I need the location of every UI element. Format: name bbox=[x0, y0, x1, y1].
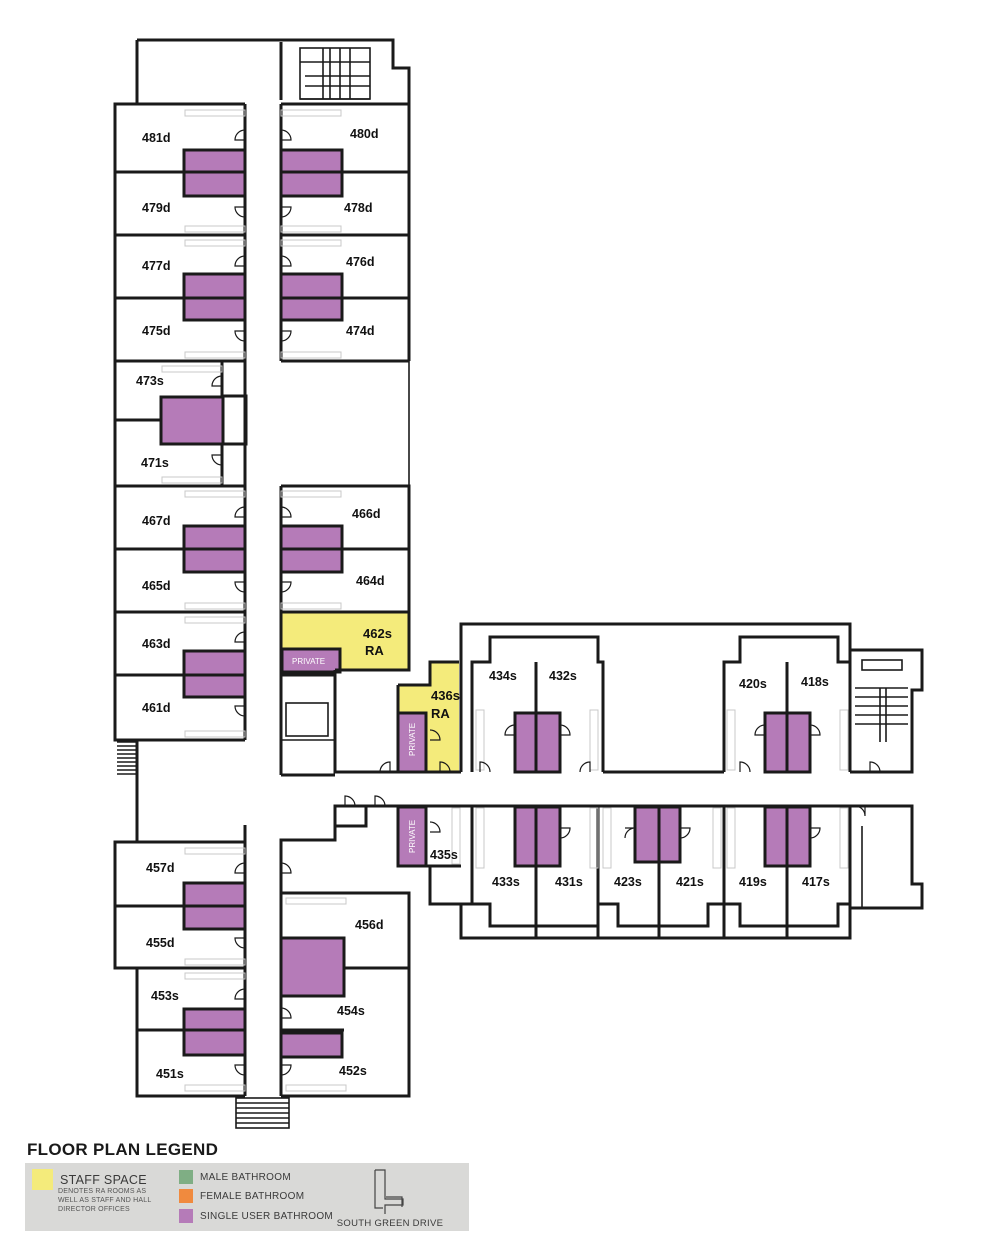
room-434s: 434s bbox=[489, 669, 517, 683]
legend-male-bathroom: MALE BATHROOM bbox=[179, 1170, 291, 1184]
room-466d: 466d bbox=[352, 507, 381, 521]
bathroom-473-471 bbox=[159, 395, 225, 446]
room-421s: 421s bbox=[676, 875, 704, 889]
room-479d: 479d bbox=[142, 201, 171, 215]
room-454s: 454s bbox=[337, 1004, 365, 1018]
east-stair bbox=[855, 687, 908, 742]
male-bathroom-swatch bbox=[179, 1170, 193, 1184]
room-432s: 432s bbox=[549, 669, 577, 683]
bathroom-453-451 bbox=[182, 1007, 247, 1057]
legend-female-bathroom: FEMALE BATHROOM bbox=[179, 1189, 304, 1203]
staff-space-label: STAFF SPACE bbox=[60, 1172, 147, 1187]
furniture bbox=[161, 109, 849, 1092]
single-user-bathroom-label: SINGLE USER BATHROOM bbox=[200, 1210, 334, 1222]
room-462s-ra: RA bbox=[365, 643, 384, 658]
room-436s-ra: RA bbox=[431, 706, 450, 721]
male-bathroom-label: MALE BATHROOM bbox=[200, 1171, 291, 1183]
room-423s: 423s bbox=[614, 875, 642, 889]
female-bathroom-swatch bbox=[179, 1189, 193, 1203]
room-435s: 435s bbox=[430, 848, 458, 862]
room-462s: 462s bbox=[363, 626, 392, 641]
staff-space-note: DENOTES RA ROOMS AS WELL AS STAFF AND HA… bbox=[58, 1188, 152, 1213]
fire-escape bbox=[117, 741, 137, 775]
bathroom-452 bbox=[279, 1031, 344, 1059]
room-480d: 480d bbox=[350, 127, 379, 141]
room-471s: 471s bbox=[141, 456, 169, 470]
room-476d: 476d bbox=[346, 255, 375, 269]
room-474d: 474d bbox=[346, 324, 375, 338]
room-481d: 481d bbox=[142, 131, 171, 145]
legend-box: STAFF SPACE DENOTES RA ROOMS AS WELL AS … bbox=[25, 1163, 469, 1231]
room-461d: 461d bbox=[142, 701, 171, 715]
room-465d: 465d bbox=[142, 579, 171, 593]
female-bathroom-label: FEMALE BATHROOM bbox=[200, 1190, 305, 1202]
room-436s: 436s bbox=[431, 688, 460, 703]
south-entrance-stair bbox=[235, 1097, 290, 1129]
room-417s: 417s bbox=[802, 875, 830, 889]
private-label-435: PRIVATE bbox=[408, 820, 417, 853]
doors bbox=[211, 129, 881, 1076]
room-477d: 477d bbox=[142, 259, 171, 273]
room-473s: 473s bbox=[136, 374, 164, 388]
legend-staff-space: STAFF SPACE bbox=[32, 1169, 147, 1190]
room-451s: 451s bbox=[156, 1067, 184, 1081]
single-user-bathrooms bbox=[159, 148, 812, 1059]
private-label-462: PRIVATE bbox=[292, 657, 325, 666]
room-464d: 464d bbox=[356, 574, 385, 588]
room-419s: 419s bbox=[739, 875, 767, 889]
room-453s: 453s bbox=[151, 989, 179, 1003]
bathroom-456-454 bbox=[279, 936, 346, 998]
building-locator-icon bbox=[374, 1169, 404, 1214]
room-452s: 452s bbox=[339, 1064, 367, 1078]
walls bbox=[113, 38, 924, 1129]
room-456d: 456d bbox=[355, 918, 384, 932]
staff-space-swatch bbox=[32, 1169, 53, 1190]
legend-title: FLOOR PLAN LEGEND bbox=[27, 1140, 219, 1159]
room-431s: 431s bbox=[555, 875, 583, 889]
room-418s: 418s bbox=[801, 675, 829, 689]
room-475d: 475d bbox=[142, 324, 171, 338]
room-467d: 467d bbox=[142, 514, 171, 528]
locator-street-label: SOUTH GREEN DRIVE bbox=[336, 1218, 444, 1229]
room-478d: 478d bbox=[344, 201, 373, 215]
single-user-bathroom-swatch bbox=[179, 1209, 193, 1223]
room-457d: 457d bbox=[146, 861, 175, 875]
room-463d: 463d bbox=[142, 637, 171, 651]
legend-single-user-bathroom: SINGLE USER BATHROOM bbox=[179, 1209, 333, 1223]
room-labels: 481d 479d 477d 475d 473s 471s 467d 465d … bbox=[136, 127, 830, 1081]
room-433s: 433s bbox=[492, 875, 520, 889]
room-420s: 420s bbox=[739, 677, 767, 691]
private-label-436: PRIVATE bbox=[408, 723, 417, 756]
floor-plan: PRIVATE PRIVATE PRIVATE 481d 479d 477d 4… bbox=[113, 38, 924, 1129]
room-455d: 455d bbox=[146, 936, 175, 950]
